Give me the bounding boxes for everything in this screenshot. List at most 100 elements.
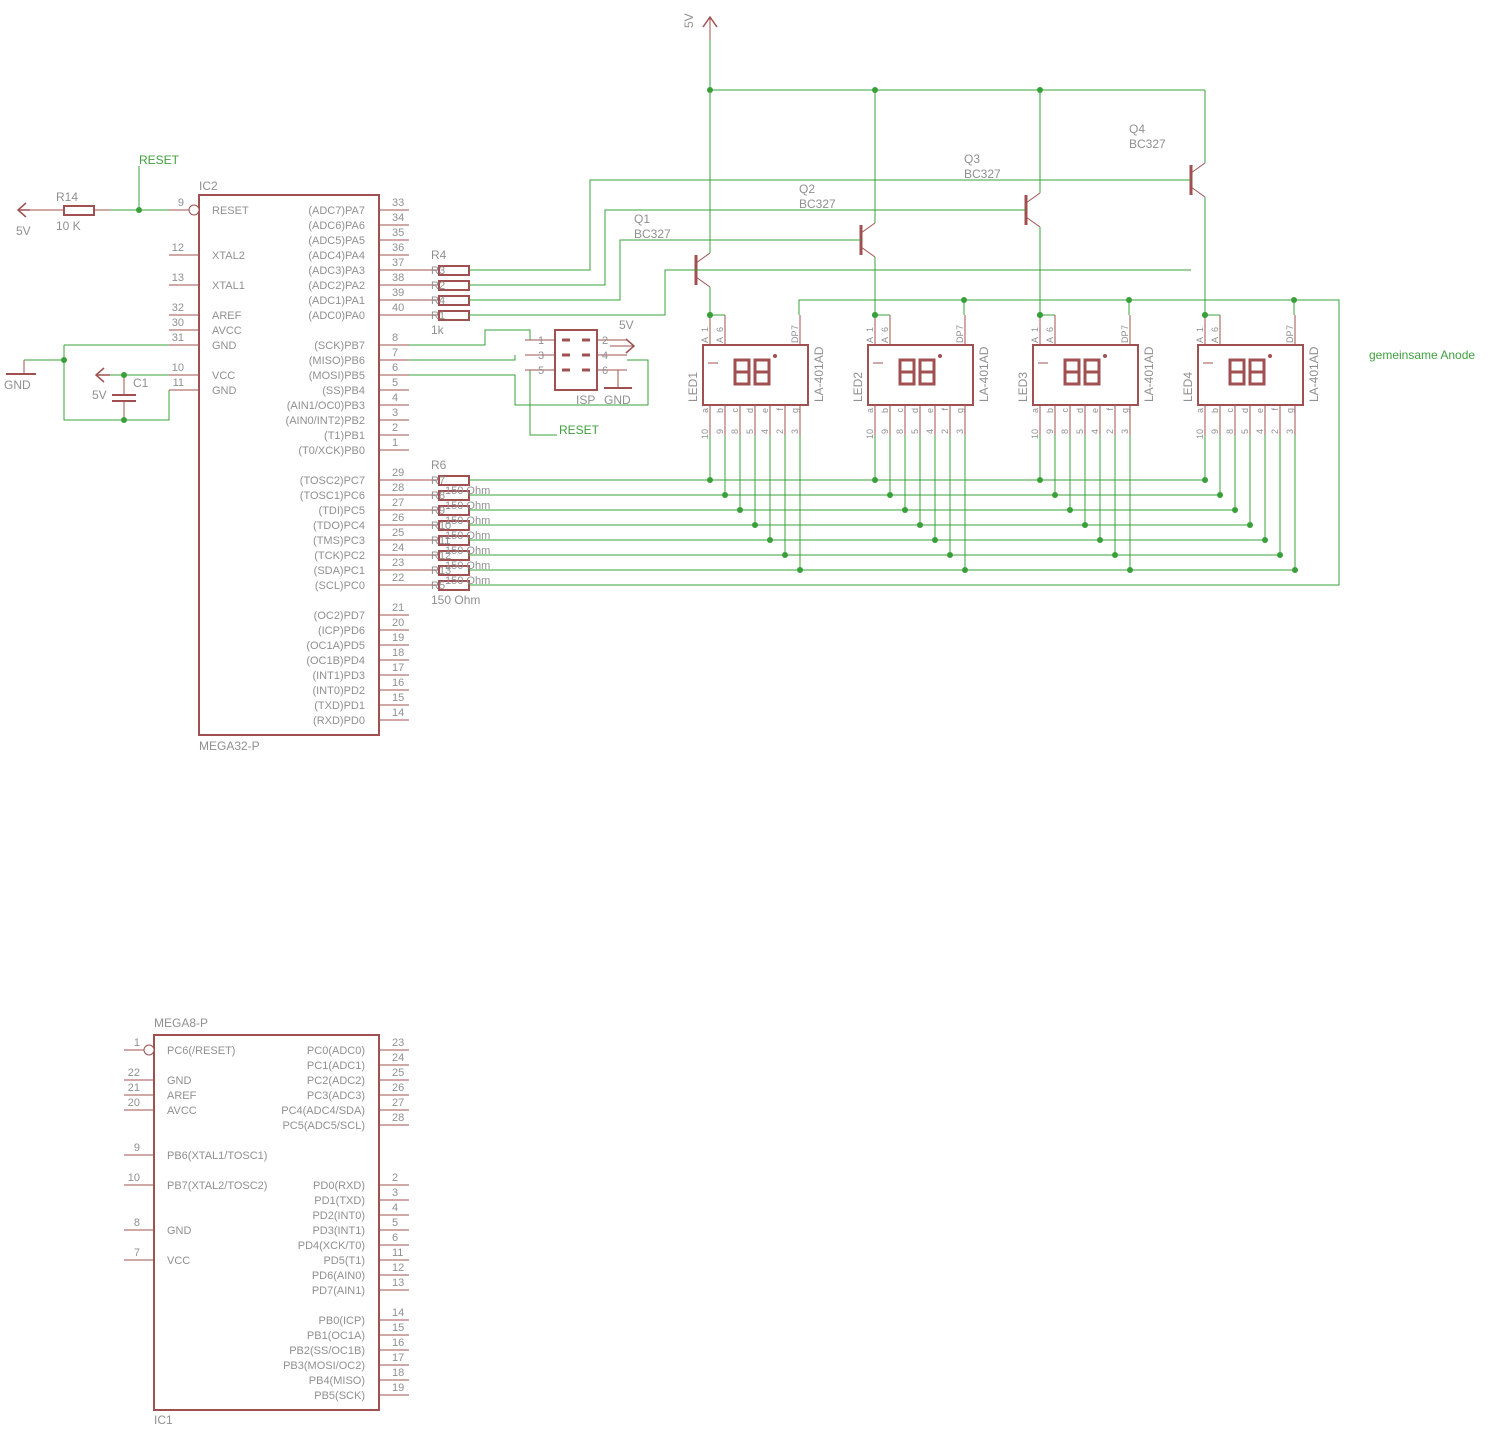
transistor-value: BC327 <box>634 227 671 241</box>
led-pin-label: 7 <box>955 325 965 330</box>
junction-dot <box>1262 537 1268 543</box>
junction-dot <box>947 552 953 558</box>
transistor-value: BC327 <box>799 197 836 211</box>
ic2-pin-number: 4 <box>392 392 398 404</box>
led-pin-label: d <box>1075 408 1085 413</box>
led-pin-label: DP <box>1285 330 1295 343</box>
seven-segment-digit <box>898 358 916 386</box>
ic1-pin-number: 15 <box>392 1322 404 1334</box>
segment-resistor-name: R13 <box>431 565 451 577</box>
ic2-pin-number: 15 <box>392 692 404 704</box>
seven-segment-digit <box>1228 358 1246 386</box>
led-pin-label: e <box>925 408 935 413</box>
led-pin-label: f <box>1105 408 1115 411</box>
segment-resistor-value: 150 Ohm <box>445 515 490 527</box>
led-pin-label: 9 <box>715 429 725 434</box>
transistor-name: Q4 <box>1129 122 1145 136</box>
led-pin-label: 5 <box>1240 429 1250 434</box>
ic2-pin-label: (MOSI)PB5 <box>309 370 365 382</box>
led-pin-label: b <box>1045 408 1055 413</box>
transistor-emitter <box>1025 192 1041 204</box>
ic2-pin-label: RESET <box>212 205 249 217</box>
led-name: LED3 <box>1016 372 1030 402</box>
ic2-name: IC2 <box>199 179 218 193</box>
ic2-pin-number: 30 <box>172 317 184 329</box>
ic2-pin-number: 7 <box>392 347 398 359</box>
ic2-pin-number: 13 <box>172 272 184 284</box>
led-pin-label: DP <box>790 330 800 343</box>
seven-segment-dp <box>1103 354 1107 358</box>
ic2-pin-number: 14 <box>392 707 404 719</box>
led-pin-label: c <box>730 408 740 413</box>
led-pin-label: 1 <box>1195 327 1205 332</box>
led-pin-label: 2 <box>1270 429 1280 434</box>
segment-resistor-value: 150 Ohm <box>445 500 490 512</box>
led-pin-label: A <box>1030 337 1040 343</box>
ic1-pin-number: 18 <box>392 1367 404 1379</box>
ic1-pin-label: PB2(SS/OC1B) <box>289 1345 365 1357</box>
junction-dot <box>707 477 713 483</box>
junction-dot <box>1217 492 1223 498</box>
junction-dot <box>767 537 773 543</box>
ic2-pin-number: 38 <box>392 272 404 284</box>
wire <box>124 390 170 421</box>
segment-resistor-name: R7 <box>431 475 445 487</box>
led-pin-label: A <box>1195 337 1205 343</box>
ic2-pin-label: XTAL1 <box>212 280 245 292</box>
seven-segment-digit <box>733 358 751 386</box>
junction-dot <box>121 372 127 378</box>
led-pin-label: b <box>715 408 725 413</box>
ic1-pin-label: AREF <box>167 1090 197 1102</box>
segment-resistor-value: 150 Ohm <box>445 485 490 497</box>
ic1-pin-label: PD5(T1) <box>323 1255 365 1267</box>
junction-dot <box>1052 492 1058 498</box>
transistor-collector <box>695 276 711 288</box>
segment-resistor-value: 150 Ohm <box>445 530 490 542</box>
led-pin-label: 2 <box>775 429 785 434</box>
transistor-emitter <box>860 222 876 234</box>
ic2-pin-number: 26 <box>392 512 404 524</box>
ic1-pin-number: 25 <box>392 1067 404 1079</box>
led-pin-label: 7 <box>790 325 800 330</box>
junction-dot <box>872 312 878 318</box>
ic2-pin-number: 23 <box>392 557 404 569</box>
junction-dot <box>1202 312 1208 318</box>
ic1-pin-number: 9 <box>134 1142 140 1154</box>
transistor-collector <box>860 246 876 258</box>
ic1-pin-label: PD2(INT0) <box>312 1210 365 1222</box>
led-pin-label: 1 <box>865 327 875 332</box>
ic1-pin-label: AVCC <box>167 1105 197 1117</box>
ic2-pin-number: 6 <box>392 362 398 374</box>
ic1-pin-label: PC3(ADC3) <box>307 1090 365 1102</box>
isp-pin-number: 3 <box>538 350 544 362</box>
ic2-pin-label: (OC1A)PD5 <box>306 640 365 652</box>
ic1-pin-number: 12 <box>392 1262 404 1274</box>
ic1-pin-number: 2 <box>392 1172 398 1184</box>
ic2-pin-label: (OC1B)PD4 <box>306 655 365 667</box>
ic2-pin-number: 37 <box>392 257 404 269</box>
ic2-pin-number: 29 <box>392 467 404 479</box>
ic1-pin-label: PC5(ADC5/SCL) <box>282 1120 365 1132</box>
ic2-pin-number: 24 <box>392 542 404 554</box>
ic1-pin-number: 3 <box>392 1187 398 1199</box>
junction-dot <box>797 567 803 573</box>
ic2-pin-number: 11 <box>173 377 184 389</box>
led-pin-label: b <box>880 408 890 413</box>
ic2-pin-number: 28 <box>392 482 404 494</box>
wire <box>469 269 696 316</box>
ic2-pin-inverter <box>188 204 200 216</box>
ic2-pin-number: 17 <box>392 662 404 674</box>
ic1-pin-label: VCC <box>167 1255 190 1267</box>
wire <box>409 359 649 406</box>
ic2-pin-number: 5 <box>392 377 398 389</box>
ic1-name: IC1 <box>154 1413 173 1427</box>
ic1-pin-label: PB5(SCK) <box>314 1390 365 1402</box>
led-pin-label: 5 <box>910 429 920 434</box>
led-pin-label: a <box>700 408 710 413</box>
led-pin-label: 7 <box>1285 325 1295 330</box>
led-pin-label: g <box>1120 408 1130 413</box>
wire <box>469 179 1191 271</box>
junction-dot <box>1037 312 1043 318</box>
transistor-collector <box>1190 186 1206 198</box>
